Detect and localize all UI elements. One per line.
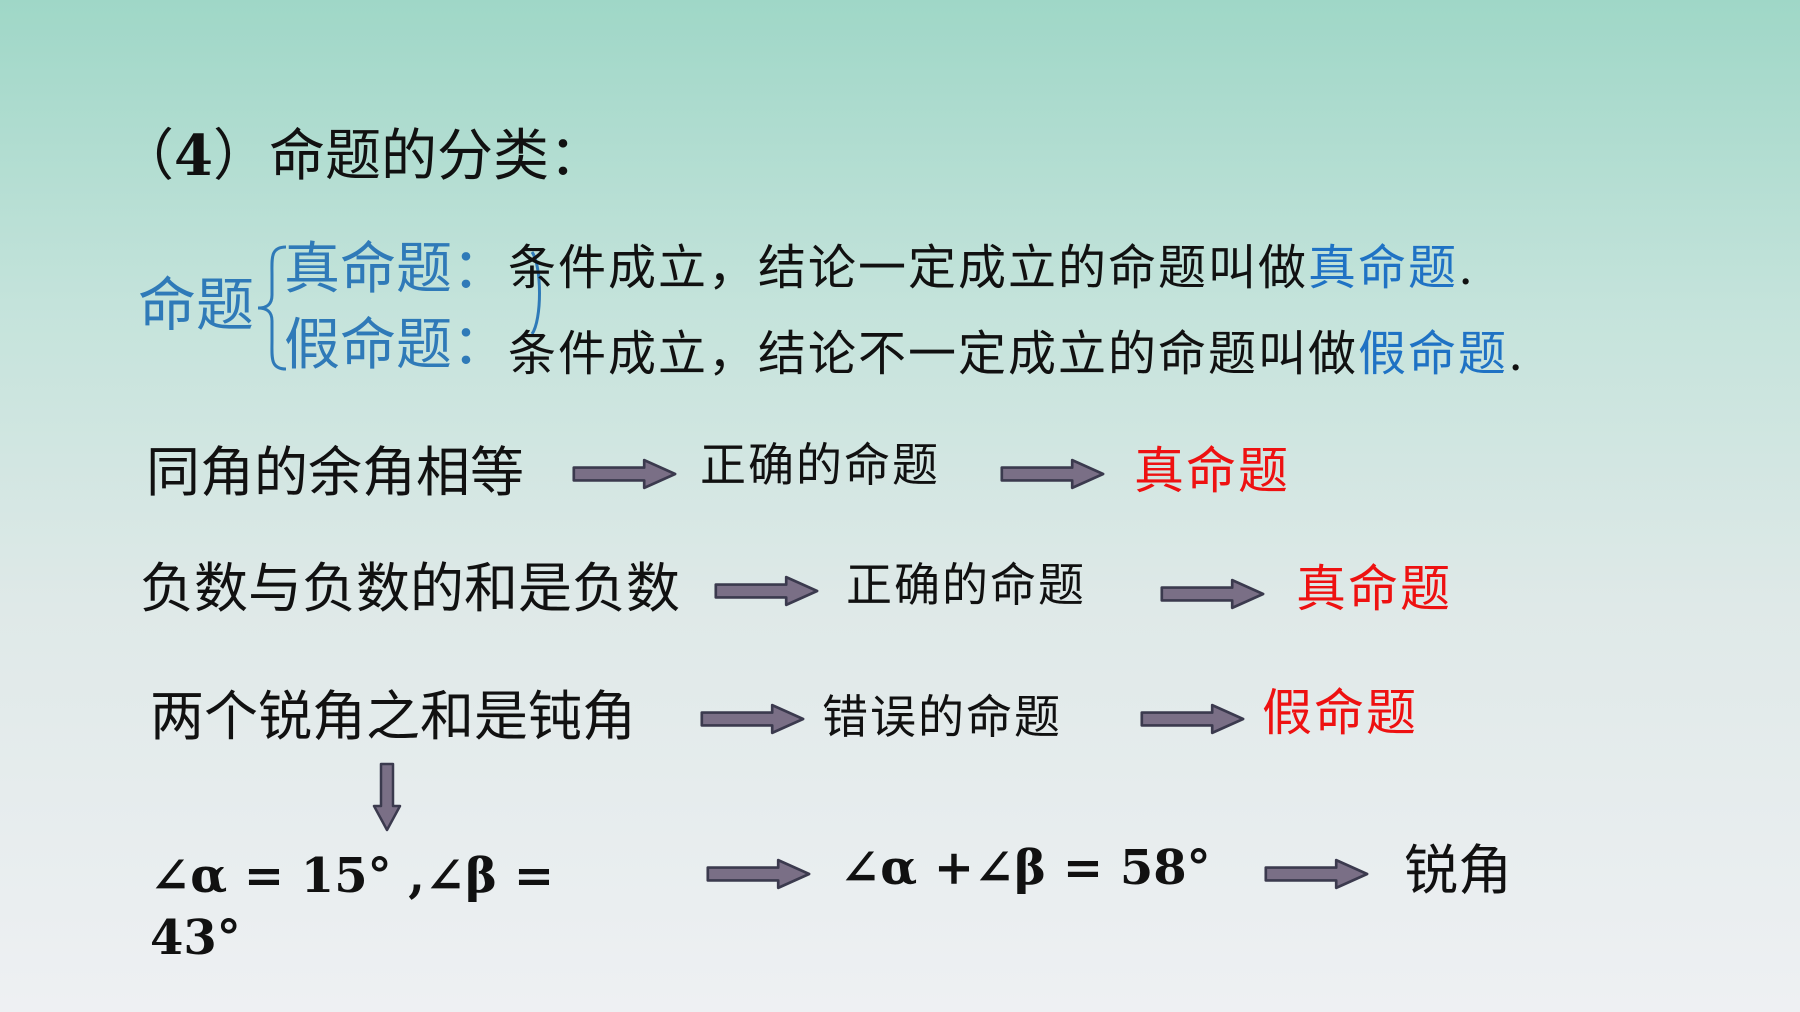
proposition-label: 命题 — [138, 271, 255, 339]
example-3-statement: 两个锐角之和是钝角 — [150, 685, 636, 748]
false-definition-period: . — [1508, 326, 1526, 382]
false-definition-text: 条件成立，结论不一定成立的命题叫做 — [508, 326, 1359, 382]
example-2-arrow-icon — [714, 575, 819, 607]
section-heading: （4）命题的分类： — [118, 128, 605, 185]
heading-text: 命题的分类： — [268, 124, 605, 189]
left-brace-icon — [257, 245, 287, 371]
example-1-arrow2-icon — [1000, 458, 1105, 490]
true-definition-term: 真命题 — [1308, 240, 1459, 296]
example-3-arrow-icon — [700, 703, 805, 735]
counterexample-values-line2: 43° — [150, 910, 241, 966]
false-definition-term: 假命题 — [1358, 326, 1509, 382]
counterexample-sum: ∠α +∠β = 58° — [840, 840, 1211, 896]
heading-paren-close: ） — [212, 124, 269, 189]
example-2-result: 真命题 — [1296, 560, 1452, 618]
example-1-result: 真命题 — [1134, 442, 1290, 500]
true-proposition-term: 真命题： — [284, 237, 508, 302]
true-definition-text: 条件成立，结论一定成立的命题叫做 — [508, 240, 1309, 296]
counterexample-arrow2-icon — [1264, 858, 1369, 890]
right-bracket-icon — [530, 251, 541, 335]
example-3-judgement: 错误的命题 — [822, 690, 1062, 744]
example-3-result: 假命题 — [1262, 684, 1418, 742]
example-1-statement: 同角的余角相等 — [146, 441, 524, 504]
counterexample-arrow-icon — [706, 858, 811, 890]
false-proposition-term: 假命题： — [284, 313, 508, 378]
true-proposition-definition: 条件成立，结论一定成立的命题叫做真命题. — [508, 244, 1475, 292]
true-definition-period: . — [1458, 240, 1476, 296]
example-2-judgement: 正确的命题 — [846, 558, 1086, 612]
example-1-arrow-icon — [572, 458, 677, 490]
false-proposition-definition: 条件成立，结论不一定成立的命题叫做假命题. — [508, 330, 1525, 378]
example-2-arrow2-icon — [1160, 578, 1265, 610]
counterexample-values-line1: ∠α = 15° ,∠β = — [150, 848, 555, 904]
heading-paren-open: （ — [118, 124, 174, 189]
counterexample-conclusion: 锐角 — [1404, 839, 1512, 902]
heading-number: 4 — [174, 123, 213, 189]
example-1-judgement: 正确的命题 — [700, 438, 940, 492]
example-2-statement: 负数与负数的和是负数 — [140, 557, 680, 620]
example-3-arrow2-icon — [1140, 703, 1245, 735]
down-arrow-icon — [372, 762, 402, 832]
